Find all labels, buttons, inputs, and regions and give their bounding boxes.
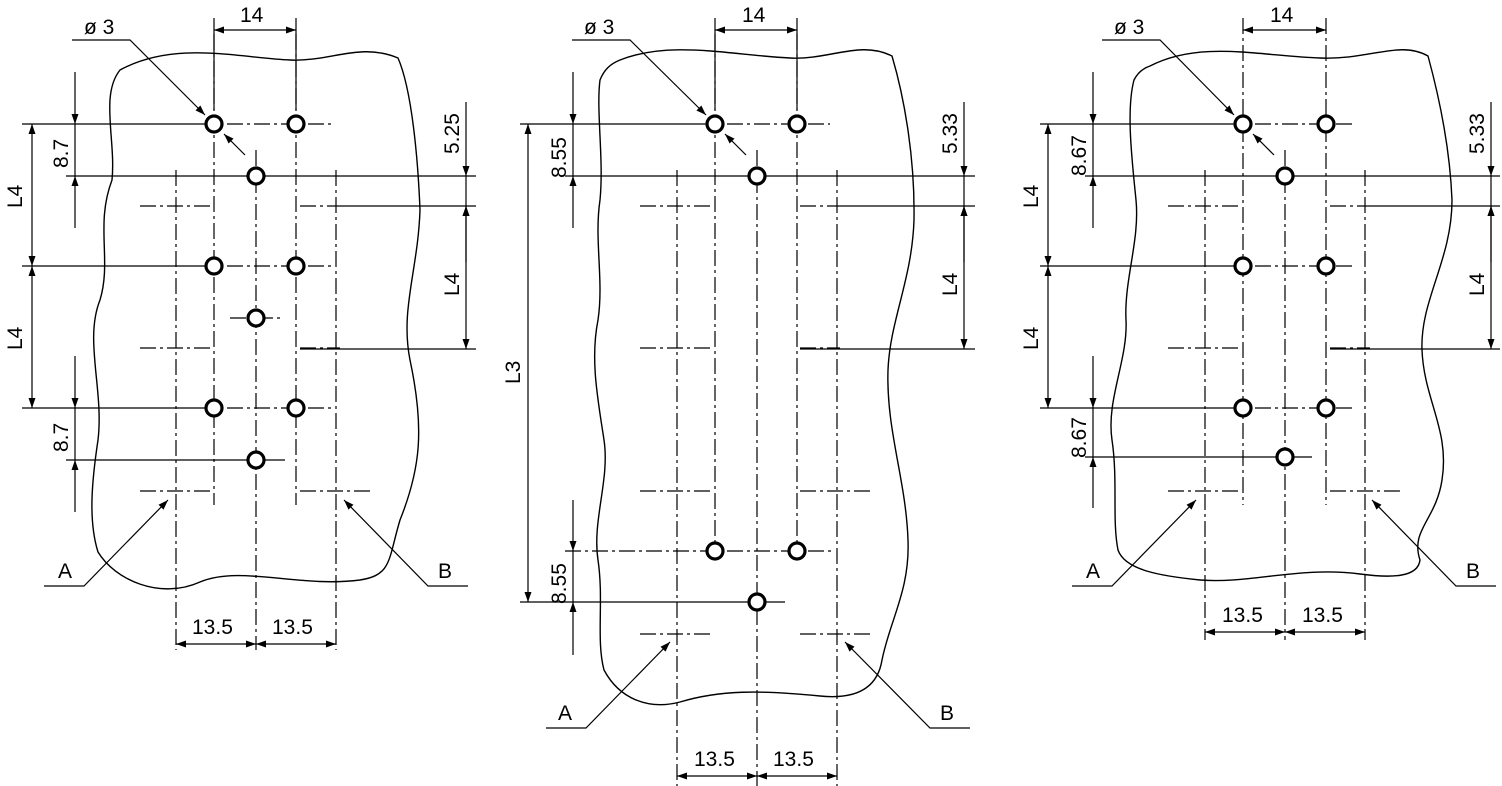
hole (1275, 166, 1295, 186)
dim-l3: L3 (502, 361, 525, 384)
dim-offset-left-top: 8.55 (548, 137, 571, 178)
dim-offset-right: 5.25 (441, 113, 464, 154)
callout-a: A (58, 560, 72, 583)
hole (1233, 114, 1253, 134)
hole (204, 398, 224, 418)
hole (246, 308, 266, 328)
dim-l4-left-bottom: L4 (1020, 326, 1043, 350)
dim-l4-left-top: L4 (1020, 184, 1043, 208)
dim-pitch-bottom-left: 13.5 (1222, 604, 1263, 627)
diameter-label: ø 3 (584, 16, 614, 39)
dim-offset-right: 5.33 (939, 113, 962, 154)
hole (246, 166, 266, 186)
dim-pitch-bottom-right: 13.5 (773, 748, 814, 771)
dim-pitch-top: 14 (742, 4, 766, 27)
panel-outline (1110, 49, 1453, 582)
hole (204, 256, 224, 276)
diameter-label: ø 3 (1114, 16, 1144, 39)
hole (246, 450, 266, 470)
right-view: ø 3 14 L4 L4 8.67 8.67 5.33 L4 13.5 13.5… (1020, 4, 1500, 640)
hole (705, 114, 725, 134)
hole (747, 592, 767, 612)
hole (705, 541, 725, 561)
callout-b: B (438, 560, 452, 583)
hole (286, 398, 306, 418)
dim-offset-left-top: 8.7 (50, 139, 73, 168)
hole (1316, 398, 1336, 418)
dim-l4-right: L4 (441, 272, 464, 296)
dim-offset-left-bottom: 8.55 (548, 563, 571, 604)
dim-offset-right: 5.33 (1466, 113, 1489, 154)
dim-pitch-bottom-right: 13.5 (272, 616, 313, 639)
dim-pitch-top: 14 (1270, 4, 1294, 27)
dim-pitch-bottom-right: 13.5 (1302, 604, 1343, 627)
dim-l4-left-bottom: L4 (4, 326, 27, 350)
dim-offset-left-top: 8.67 (1068, 135, 1091, 176)
hole (1316, 114, 1336, 134)
hole (1275, 447, 1295, 467)
diameter-label: ø 3 (84, 16, 114, 39)
dim-l4-left-top: L4 (4, 184, 27, 208)
hole (286, 256, 306, 276)
panel-outline (593, 49, 915, 706)
callout-b: B (940, 702, 954, 725)
hole (1233, 256, 1253, 276)
callout-b: B (1466, 560, 1480, 583)
dim-offset-left-bottom: 8.67 (1068, 417, 1091, 458)
hole (787, 541, 807, 561)
dim-l4-right: L4 (939, 272, 962, 296)
middle-view: ø 3 14 L3 8.55 8.55 5.33 L4 13.5 13.5 A … (502, 4, 975, 786)
dim-pitch-top: 14 (240, 4, 264, 27)
callout-a: A (558, 702, 572, 725)
dim-offset-left-bottom: 8.7 (50, 423, 73, 452)
dim-pitch-bottom-left: 13.5 (192, 616, 233, 639)
left-view: ø 3 14 L4 L4 8.7 8.7 5.25 L4 13.5 13.5 (4, 4, 476, 650)
hole (1316, 256, 1336, 276)
panel-outline (91, 51, 421, 590)
hole (747, 166, 767, 186)
hole (204, 114, 224, 134)
dim-pitch-bottom-left: 13.5 (694, 748, 735, 771)
hole (286, 114, 306, 134)
callout-a: A (1086, 560, 1100, 583)
hole (787, 114, 807, 134)
dim-l4-right: L4 (1466, 272, 1489, 296)
hole (1233, 398, 1253, 418)
